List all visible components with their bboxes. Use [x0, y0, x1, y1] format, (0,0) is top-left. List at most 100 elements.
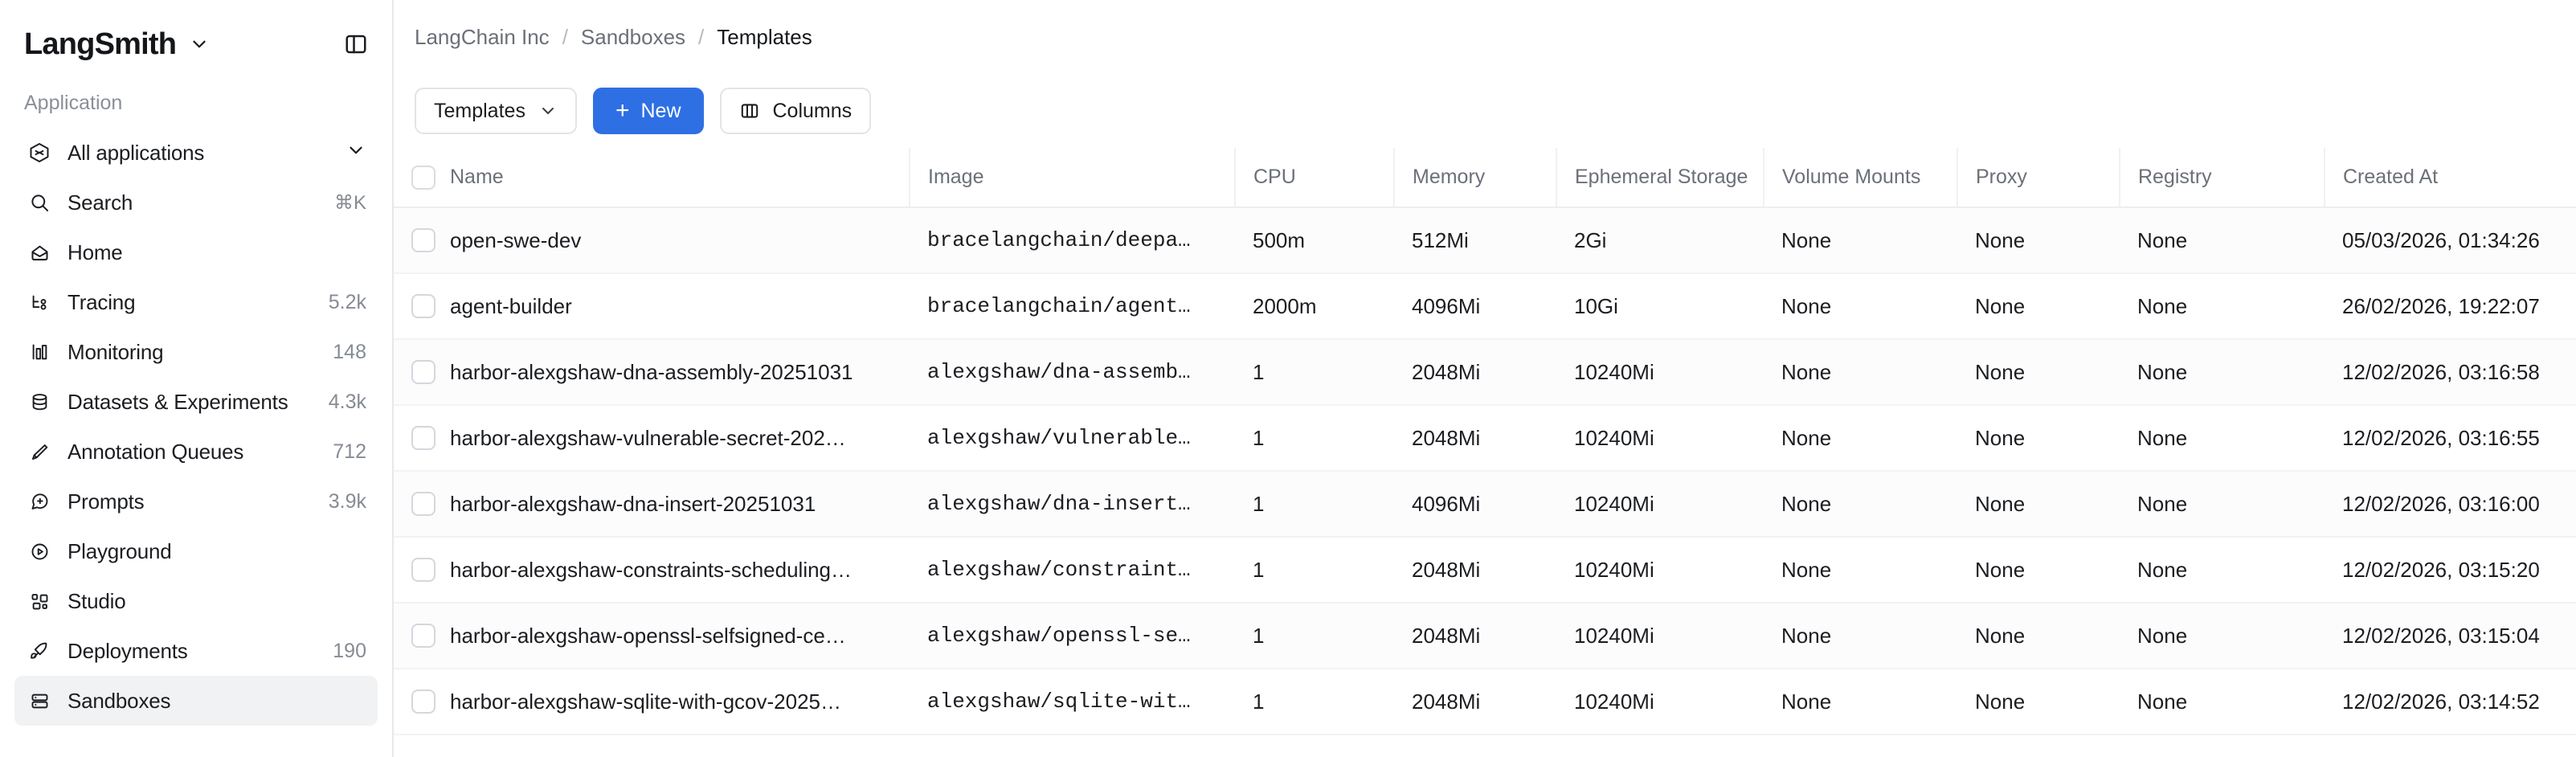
sidebar-item-label: Search: [67, 190, 133, 215]
breadcrumb: LangChain Inc / Sandboxes / Templates: [394, 0, 2576, 74]
sidebar-item-sandboxes[interactable]: Sandboxes: [14, 676, 378, 726]
table-row[interactable]: harbor-alexgshaw-constraints-scheduling……: [394, 537, 2576, 604]
new-button[interactable]: + New: [592, 88, 704, 134]
column-header-ephemeral-storage[interactable]: Ephemeral Storage: [1556, 148, 1764, 208]
cell-name: harbor-alexgshaw-constraints-scheduling…: [440, 537, 910, 604]
cell-text: agent-builder: [450, 293, 572, 318]
cell-image: alexgshaw/dna-insert…: [910, 471, 1235, 538]
studio-icon: [26, 591, 53, 612]
breadcrumb-item-org[interactable]: LangChain Inc: [415, 24, 550, 49]
breadcrumb-separator: /: [698, 24, 705, 49]
column-header-image[interactable]: Image: [909, 148, 1235, 208]
templates-table: Name Image CPU Memory Ephemeral Storage …: [394, 148, 2576, 735]
sidebar-item-count: 190: [333, 639, 366, 662]
row-checkbox[interactable]: [411, 426, 435, 450]
row-checkbox[interactable]: [411, 558, 435, 582]
cell-volume-mounts: None: [1764, 471, 1957, 538]
cell-created-at: 12/02/2026, 03:14:52: [2325, 669, 2576, 735]
table-row[interactable]: harbor-alexgshaw-openssl-selfsigned-ce…a…: [394, 603, 2576, 669]
cell-cpu: 2000m: [1235, 273, 1394, 340]
cell-text: None: [2137, 425, 2188, 450]
cell-text: None: [1781, 689, 1832, 714]
column-header-volume-mounts[interactable]: Volume Mounts: [1763, 148, 1957, 208]
columns-button[interactable]: Columns: [719, 88, 872, 134]
cell-text: 12/02/2026, 03:15:04: [2342, 623, 2540, 648]
cell-text: alexgshaw/constraint…: [927, 558, 1191, 582]
breadcrumb-item-templates[interactable]: Templates: [717, 24, 812, 49]
sidebar-item-search[interactable]: Search ⌘K: [14, 178, 378, 227]
column-header-proxy[interactable]: Proxy: [1957, 148, 2120, 208]
column-header-created-at[interactable]: Created At: [2324, 148, 2576, 208]
pencil-icon: [26, 441, 53, 463]
column-header-cpu[interactable]: CPU: [1234, 148, 1394, 208]
chevron-down-icon[interactable]: [189, 34, 210, 55]
cell-proxy: None: [1957, 537, 2120, 604]
cell-text: 1: [1253, 425, 1265, 450]
select-all-checkbox[interactable]: [411, 165, 435, 190]
table-header-row: Name Image CPU Memory Ephemeral Storage …: [394, 148, 2576, 208]
cell-text: harbor-alexgshaw-dna-insert-20251031: [450, 491, 816, 516]
row-checkbox[interactable]: [411, 360, 435, 384]
sidebar-item-monitoring[interactable]: Monitoring 148: [14, 327, 378, 377]
table-row[interactable]: harbor-alexgshaw-dna-insert-20251031 alex…: [394, 471, 2576, 538]
sidebar-item-tracing[interactable]: Tracing 5.2k: [14, 277, 378, 327]
chart-bar-icon: [26, 342, 53, 363]
column-header-name[interactable]: Name: [440, 148, 910, 208]
sidebar-item-count: 148: [333, 340, 366, 363]
cell-text: 1: [1253, 359, 1265, 384]
sidebar: LangSmith Application All applications: [0, 0, 394, 757]
row-checkbox[interactable]: [411, 689, 435, 714]
cell-text: open-swe-dev: [450, 227, 582, 252]
chevron-down-icon[interactable]: [346, 140, 366, 166]
table-row[interactable]: harbor-alexgshaw-vulnerable-secret-202…a…: [394, 405, 2576, 472]
sidebar-item-prompts[interactable]: Prompts 3.9k: [14, 477, 378, 526]
cell-name: harbor-alexgshaw-vulnerable-secret-202…: [440, 405, 910, 472]
cell-text: None: [1975, 359, 2026, 384]
cell-text: alexgshaw/dna-insert…: [927, 492, 1191, 516]
cell-text: 12/02/2026, 03:16:55: [2342, 425, 2540, 450]
sidebar-panel-toggle-icon[interactable]: [339, 27, 373, 61]
sidebar-item-playground[interactable]: Playground: [14, 526, 378, 576]
cell-memory: 2048Mi: [1394, 669, 1556, 735]
table-row[interactable]: harbor-alexgshaw-sqlite-with-gcov-2025…a…: [394, 669, 2576, 735]
cell-ephemeral-storage: 10240Mi: [1556, 537, 1764, 604]
server-icon: [26, 690, 53, 712]
cell-text: alexgshaw/openssl-se…: [927, 624, 1191, 648]
sidebar-item-home[interactable]: Home: [14, 227, 378, 277]
sidebar-item-annotation-queues[interactable]: Annotation Queues 712: [14, 427, 378, 477]
row-checkbox[interactable]: [411, 294, 435, 318]
plus-icon: +: [615, 97, 630, 124]
cell-memory: 2048Mi: [1394, 339, 1556, 406]
column-header-registry[interactable]: Registry: [2119, 148, 2325, 208]
column-header-memory[interactable]: Memory: [1393, 148, 1556, 208]
cell-image: alexgshaw/sqlite-wit…: [910, 669, 1235, 735]
sidebar-item-studio[interactable]: Studio: [14, 576, 378, 626]
cell-text: 10240Mi: [1574, 359, 1654, 384]
cell-text: 2048Mi: [1412, 425, 1481, 450]
cell-text: 2048Mi: [1412, 557, 1481, 582]
sidebar-item-datasets-experiments[interactable]: Datasets & Experiments 4.3k: [14, 377, 378, 427]
cell-text: 4096Mi: [1412, 293, 1481, 318]
cell-cpu: 1: [1235, 339, 1394, 406]
cell-created-at: 26/02/2026, 19:22:07: [2325, 273, 2576, 340]
cell-cpu: 500m: [1235, 207, 1394, 274]
chat-plus-icon: [26, 491, 53, 513]
row-checkbox[interactable]: [411, 492, 435, 516]
sidebar-item-deployments[interactable]: Deployments 190: [14, 626, 378, 676]
sidebar-item-label: Home: [67, 239, 123, 264]
sidebar-item-count: 3.9k: [328, 489, 366, 513]
row-checkbox[interactable]: [411, 624, 435, 648]
templates-filter-dropdown[interactable]: Templates: [415, 88, 577, 134]
sidebar-item-all-applications[interactable]: All applications: [14, 128, 378, 178]
cell-created-at: 12/02/2026, 03:16:00: [2325, 471, 2576, 538]
breadcrumb-item-sandboxes[interactable]: Sandboxes: [580, 24, 686, 49]
cell-memory: 2048Mi: [1394, 405, 1556, 472]
cell-created-at: 12/02/2026, 03:15:20: [2325, 537, 2576, 604]
sidebar-item-label: Playground: [67, 538, 172, 563]
row-checkbox[interactable]: [411, 228, 435, 252]
cell-proxy: None: [1957, 405, 2120, 472]
